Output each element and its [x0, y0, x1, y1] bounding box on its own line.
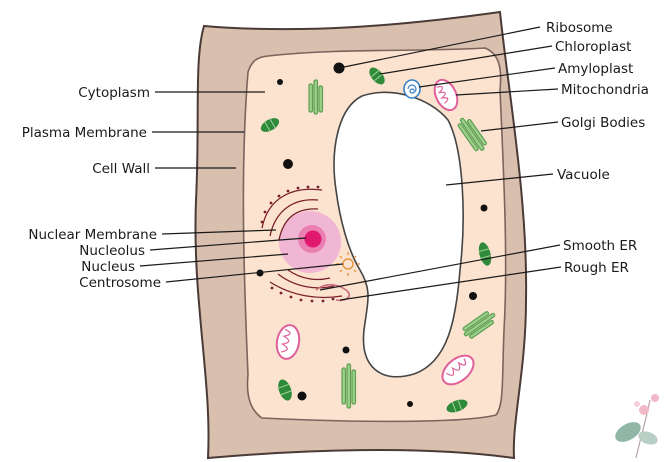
label-rough-er: Rough ER [564, 260, 629, 276]
flower-decoration [612, 394, 660, 458]
label-mitochondria: Mitochondria [561, 82, 649, 98]
label-cytoplasm: Cytoplasm [78, 85, 150, 101]
label-vacuole: Vacuole [557, 167, 610, 183]
amyloplast [404, 80, 420, 98]
label-smooth-er: Smooth ER [563, 238, 637, 254]
label-amyloplast: Amyloplast [558, 61, 633, 77]
label-nucleolus: Nucleolus [79, 243, 145, 259]
label-ribosome: Ribosome [546, 20, 613, 36]
label-nuclear-membrane: Nuclear Membrane [28, 227, 157, 243]
nucleolus [305, 231, 322, 248]
label-plasma-membrane: Plasma Membrane [22, 125, 147, 141]
label-centrosome: Centrosome [79, 275, 161, 291]
label-nucleus: Nucleus [81, 259, 135, 275]
label-golgi-bodies: Golgi Bodies [561, 115, 645, 131]
label-chloroplast: Chloroplast [555, 39, 631, 55]
label-cell-wall: Cell Wall [92, 161, 150, 177]
